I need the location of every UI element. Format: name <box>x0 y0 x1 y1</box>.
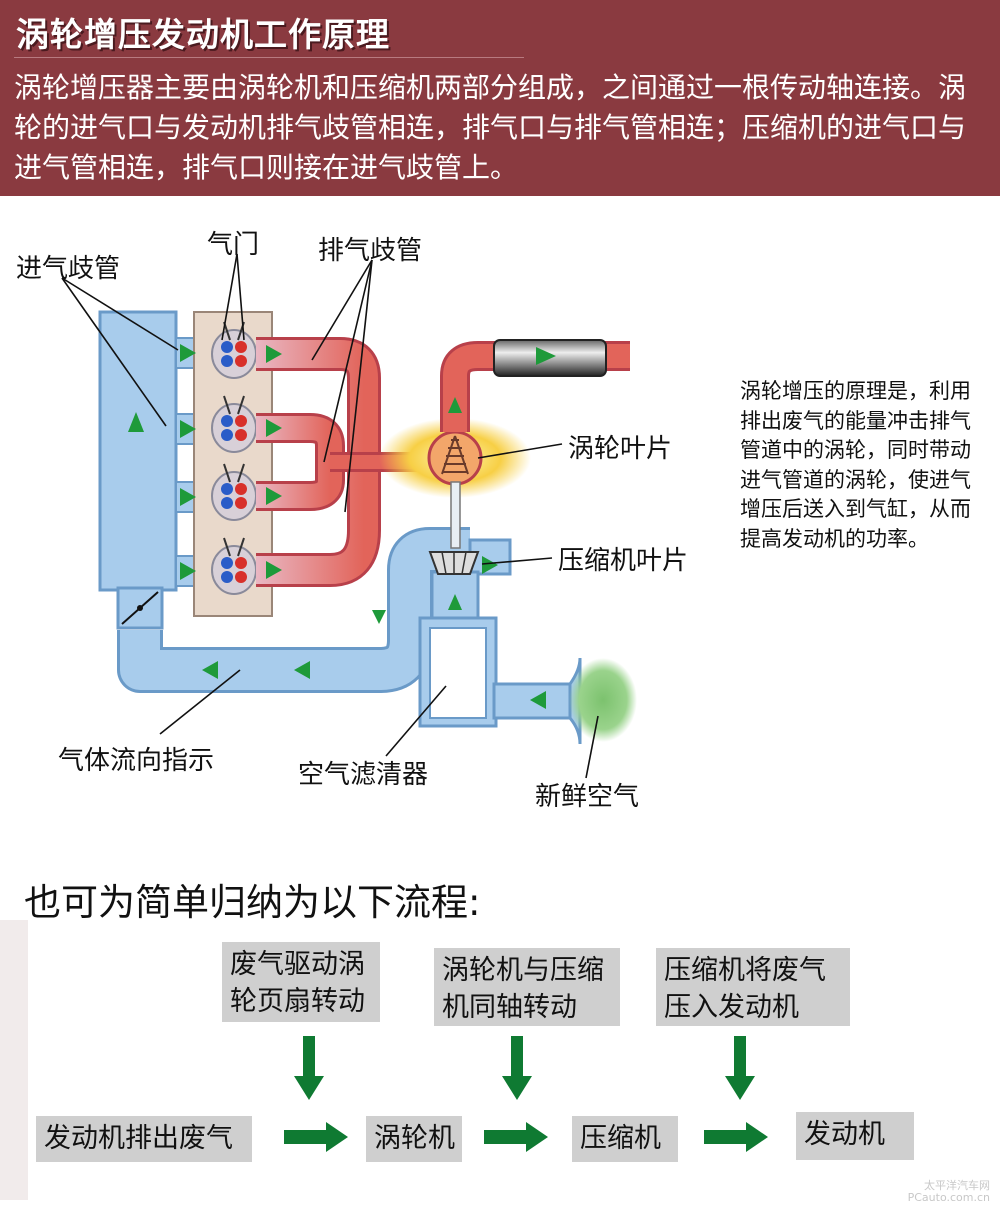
flow-arrow-icon <box>266 487 282 505</box>
page-title: 涡轮增压发动机工作原理 <box>16 15 390 54</box>
flow-heading: 也可为简单归纳为以下流程: <box>24 881 481 924</box>
principle-note: 涡轮增压的原理是，利用排出废气的能量冲击排气管道中的涡轮，同时带动进气管道的涡轮… <box>740 379 971 551</box>
header-banner: 涡轮增压发动机工作原理 涡轮增压器主要由涡轮机和压缩机两部分组成，之间通过一根传… <box>0 0 1000 196</box>
right-arrow-icon <box>704 1122 768 1152</box>
leader-lines <box>61 253 599 779</box>
air-filter-element <box>429 627 487 719</box>
note-box-3: 压缩机将废气压入发动机 <box>656 948 850 1026</box>
note-box-1: 废气驱动涡轮页扇转动 <box>222 942 380 1022</box>
flow-arrow-icon <box>266 345 282 363</box>
flow-step-4: 发动机 <box>796 1112 914 1160</box>
label-flow-direction: 气体流向指示 <box>58 746 215 776</box>
flow-direction-arrows <box>128 344 556 709</box>
flow-step-1: 发动机排出废气 <box>36 1116 252 1162</box>
watermark-line-1: 太平洋汽车网 <box>924 1179 990 1192</box>
turbo-diagram: 进气歧管 气门 排气歧管 涡轮叶片 压缩机叶片 气体流向指示 空气滤清器 新鲜空… <box>0 200 1000 860</box>
right-arrow-icon <box>484 1122 548 1152</box>
fresh-air-cloud <box>569 658 637 742</box>
flow-arrow-icon <box>482 556 498 574</box>
flow-arrow-icon <box>372 610 386 624</box>
flow-arrow-icon <box>266 561 282 579</box>
flow-panel-edge <box>0 920 28 1200</box>
flow-arrow-icon <box>180 488 196 506</box>
flow-arrow-icon <box>180 562 196 580</box>
down-arrow-icon <box>725 1036 755 1100</box>
turbine-blade-icon <box>441 435 469 475</box>
turbo-diagram-graphic <box>61 253 637 779</box>
flow-arrow-icon <box>530 691 546 709</box>
flow-arrow-icon <box>448 594 462 610</box>
label-air-filter: 空气滤清器 <box>298 760 429 790</box>
label-compressor-blade: 压缩机叶片 <box>558 546 689 576</box>
flow-arrow-icon <box>294 661 310 679</box>
flow-step-2: 涡轮机 <box>366 1116 462 1162</box>
flow-arrow-icon <box>128 412 144 432</box>
watermark-line-2: PCauto.com.cn <box>907 1191 990 1204</box>
down-arrow-icon <box>502 1036 532 1100</box>
flow-arrow-icon <box>180 420 196 438</box>
flow-arrow-icon <box>448 397 462 413</box>
note-box-2: 涡轮机与压缩机同轴转动 <box>434 948 620 1026</box>
right-arrow-icon <box>284 1122 348 1152</box>
watermark: 太平洋汽车网 PCauto.com.cn <box>908 1180 990 1204</box>
flow-arrow-icon <box>536 347 556 365</box>
label-intake-manifold: 进气歧管 <box>16 254 121 284</box>
intake-manifold-body <box>98 310 178 592</box>
label-exhaust-manifold: 排气歧管 <box>318 236 423 266</box>
flow-arrow-icon <box>180 344 196 362</box>
label-valve: 气门 <box>207 230 260 260</box>
label-fresh-air: 新鲜空气 <box>535 782 640 812</box>
down-arrow-icon <box>294 1036 324 1100</box>
header-description: 涡轮增压器主要由涡轮机和压缩机两部分组成，之间通过一根传动轴连接。涡轮的进气口与… <box>14 71 967 184</box>
flow-arrow-icon <box>266 419 282 437</box>
cylinders <box>211 321 257 595</box>
turbo-shaft <box>450 481 461 549</box>
label-turbine-blade: 涡轮叶片 <box>568 434 673 464</box>
flow-step-3: 压缩机 <box>572 1116 678 1162</box>
flow-arrow-icon <box>202 661 218 679</box>
title-divider <box>14 57 524 58</box>
